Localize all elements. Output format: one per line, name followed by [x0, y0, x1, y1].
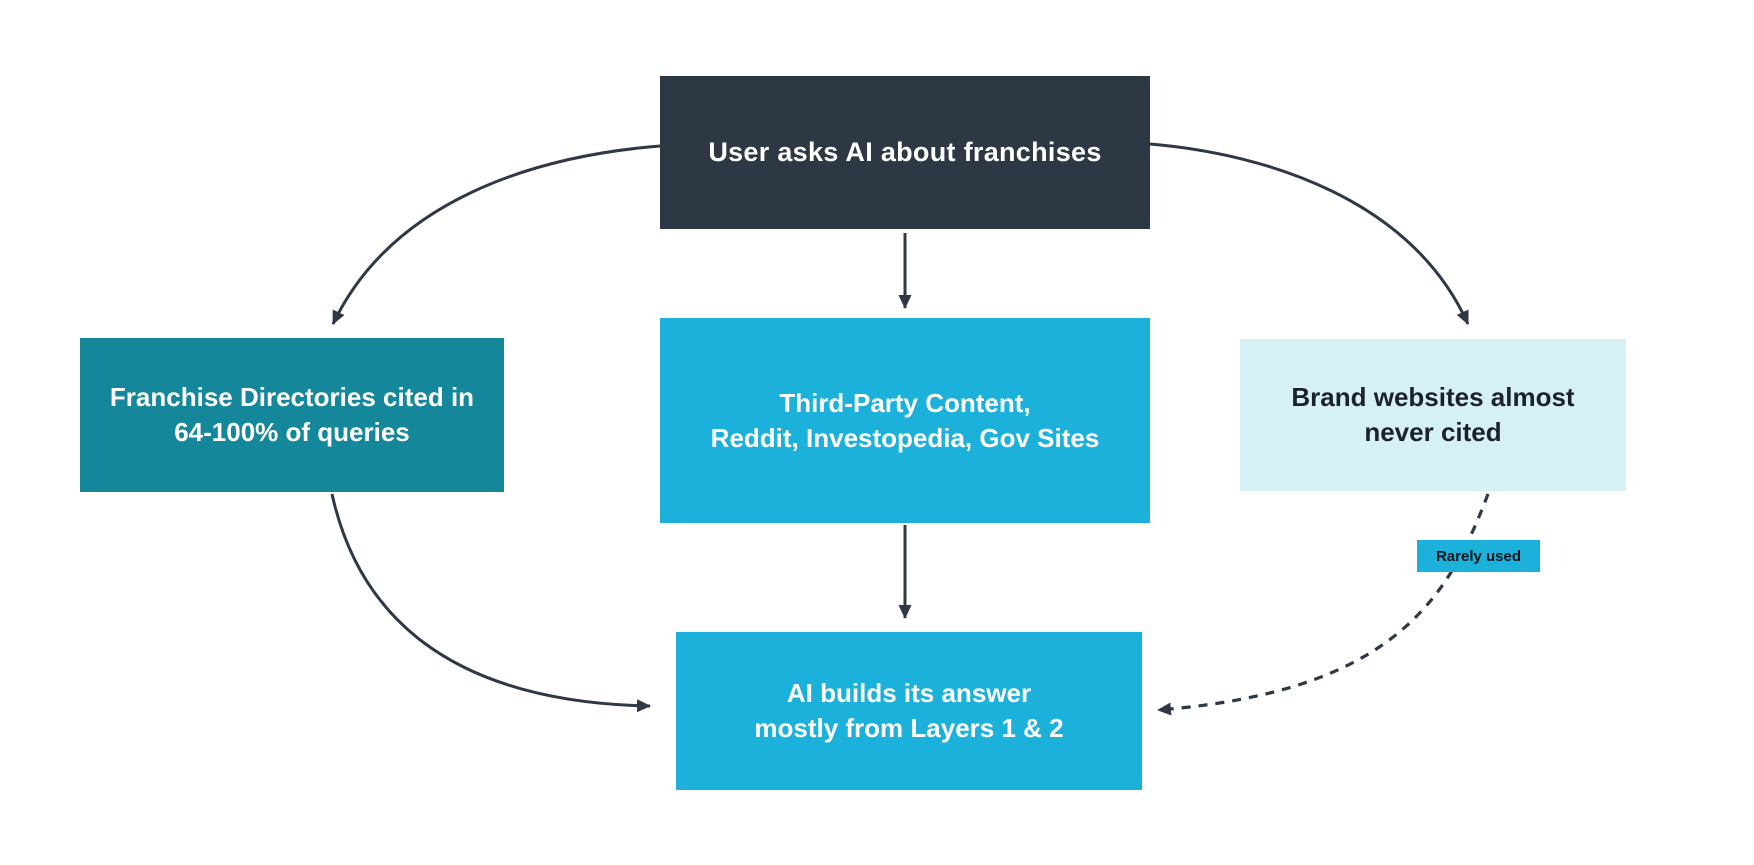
node-franchise-directories: Franchise Directories cited in 64-100% o… [80, 338, 504, 492]
node-brand-websites-line1: Brand websites almost [1291, 382, 1575, 413]
rarely-used-badge: Rarely used [1417, 540, 1540, 572]
arrow-right-to-bottom-dashed [1157, 493, 1490, 716]
node-franchise-directories-line1: Franchise Directories cited in [109, 382, 475, 413]
node-ai-builds-answer-line1: AI builds its answer [786, 678, 1032, 709]
node-user-asks-ai-label: User asks AI about franchises [708, 136, 1102, 167]
node-third-party-content-line1: Third-Party Content, [779, 387, 1031, 418]
rarely-used-badge-label: Rarely used [1435, 547, 1522, 565]
node-brand-websites: Brand websites almost never cited [1240, 339, 1626, 491]
arrow-top-to-right [1149, 142, 1470, 325]
node-third-party-content-line2: Reddit, Investopedia, Gov Sites [710, 422, 1100, 453]
node-user-asks-ai: User asks AI about franchises [660, 76, 1150, 229]
node-ai-builds-answer: AI builds its answer mostly from Layers … [676, 632, 1142, 790]
arrow-top-to-left [331, 144, 661, 325]
node-franchise-directories-line2: 64-100% of queries [174, 417, 410, 447]
node-ai-builds-answer-line2: mostly from Layers 1 & 2 [754, 713, 1064, 743]
arrow-left-to-bottom [330, 493, 651, 713]
node-brand-websites-line2: never cited [1364, 417, 1502, 447]
node-third-party-content: Third-Party Content, Reddit, Investopedi… [660, 318, 1150, 523]
